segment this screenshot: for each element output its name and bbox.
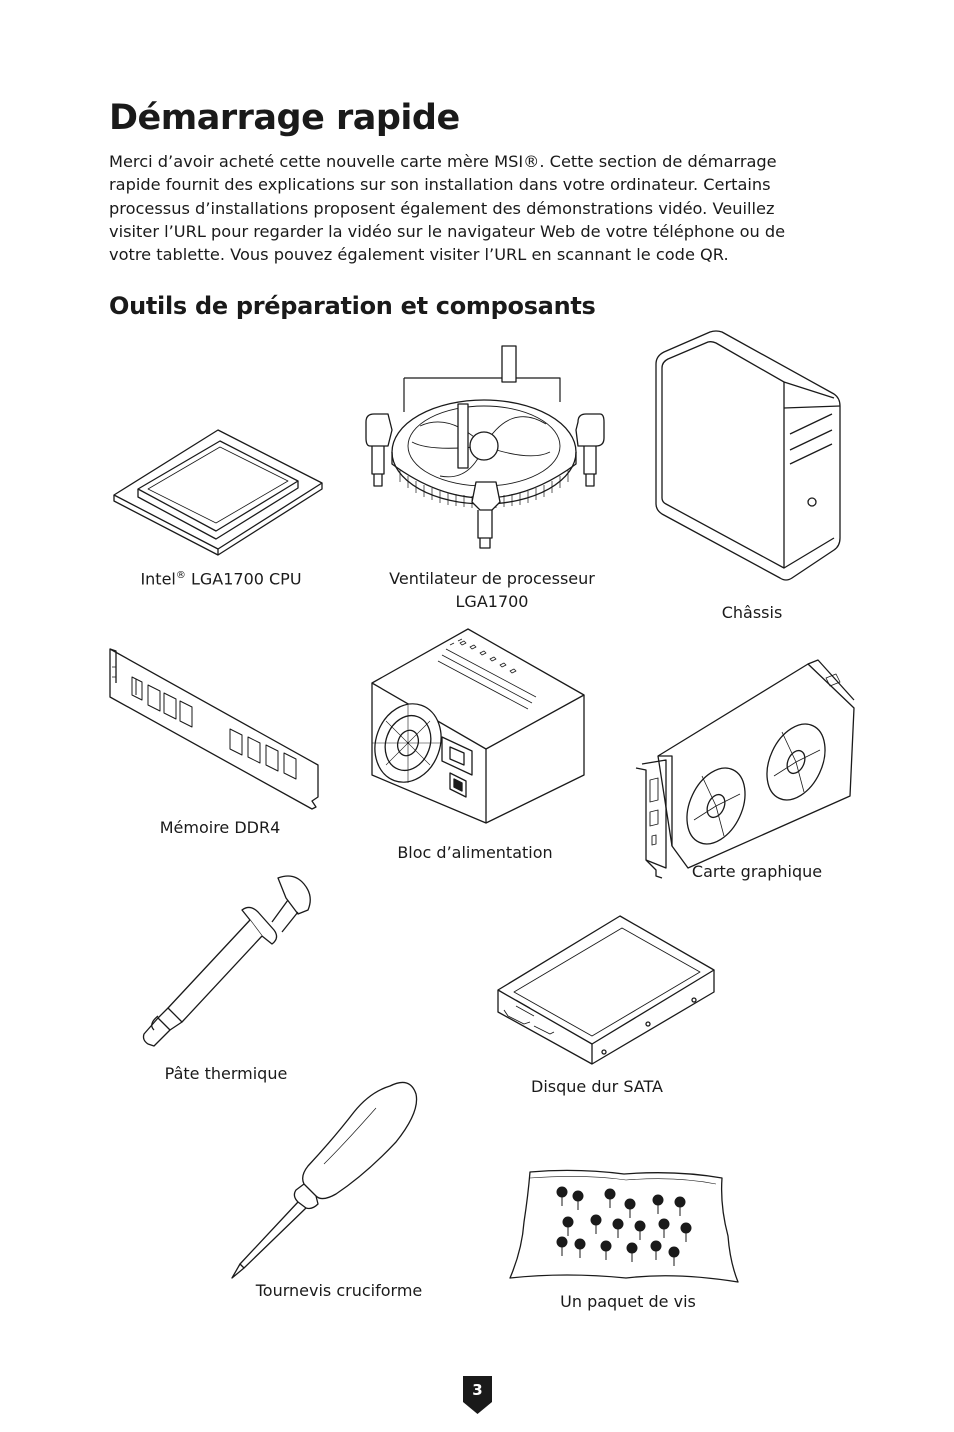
page-title: Démarrage rapide — [109, 98, 460, 138]
psu-label: Bloc d’alimentation — [397, 843, 553, 862]
page-number: 3 — [472, 1381, 483, 1399]
intro-line: visiter l’URL pour regarder la vidéo sur… — [109, 221, 786, 241]
gpu-label: Carte graphique — [691, 862, 823, 881]
memory-label: Mémoire DDR4 — [159, 818, 281, 837]
ram-stick-illustration — [106, 645, 324, 813]
chassis-label: Châssis — [721, 603, 783, 622]
pc-case-illustration — [652, 328, 844, 584]
screwdriver-illustration — [226, 1078, 422, 1284]
intro-paragraph: Merci d’avoir acheté cette nouvelle cart… — [109, 150, 829, 266]
intro-line: Merci d’avoir acheté cette nouvelle cart… — [109, 152, 777, 171]
intro-line: processus d’installations proposent égal… — [109, 198, 775, 218]
paste-label: Pâte thermique — [164, 1064, 288, 1083]
page-number-badge — [463, 1376, 492, 1414]
cpu-fan-label: Ventilateur de processeur LGA1700 — [389, 569, 595, 611]
intro-line: rapide fournit des explications sur son … — [109, 175, 771, 195]
cpu-fan-illustration — [360, 342, 610, 552]
screw-bag-illustration — [506, 1166, 742, 1290]
hdd-label: Disque dur SATA — [531, 1077, 663, 1096]
cpu-label: Intel® LGA1700 CPU — [140, 569, 302, 589]
intro-line: votre tablette. Vous pouvez également vi… — [109, 245, 729, 265]
screwdriver-label: Tournevis cruciforme — [255, 1281, 423, 1300]
power-supply-illustration — [366, 625, 590, 825]
section-title: Outils de préparation et composants — [109, 292, 596, 320]
cpu-illustration — [108, 425, 328, 555]
thermal-paste-syringe-illustration — [138, 874, 314, 1056]
graphics-card-illustration — [632, 656, 854, 882]
hard-drive-illustration — [494, 912, 720, 1068]
screws-label: Un paquet de vis — [560, 1292, 696, 1311]
